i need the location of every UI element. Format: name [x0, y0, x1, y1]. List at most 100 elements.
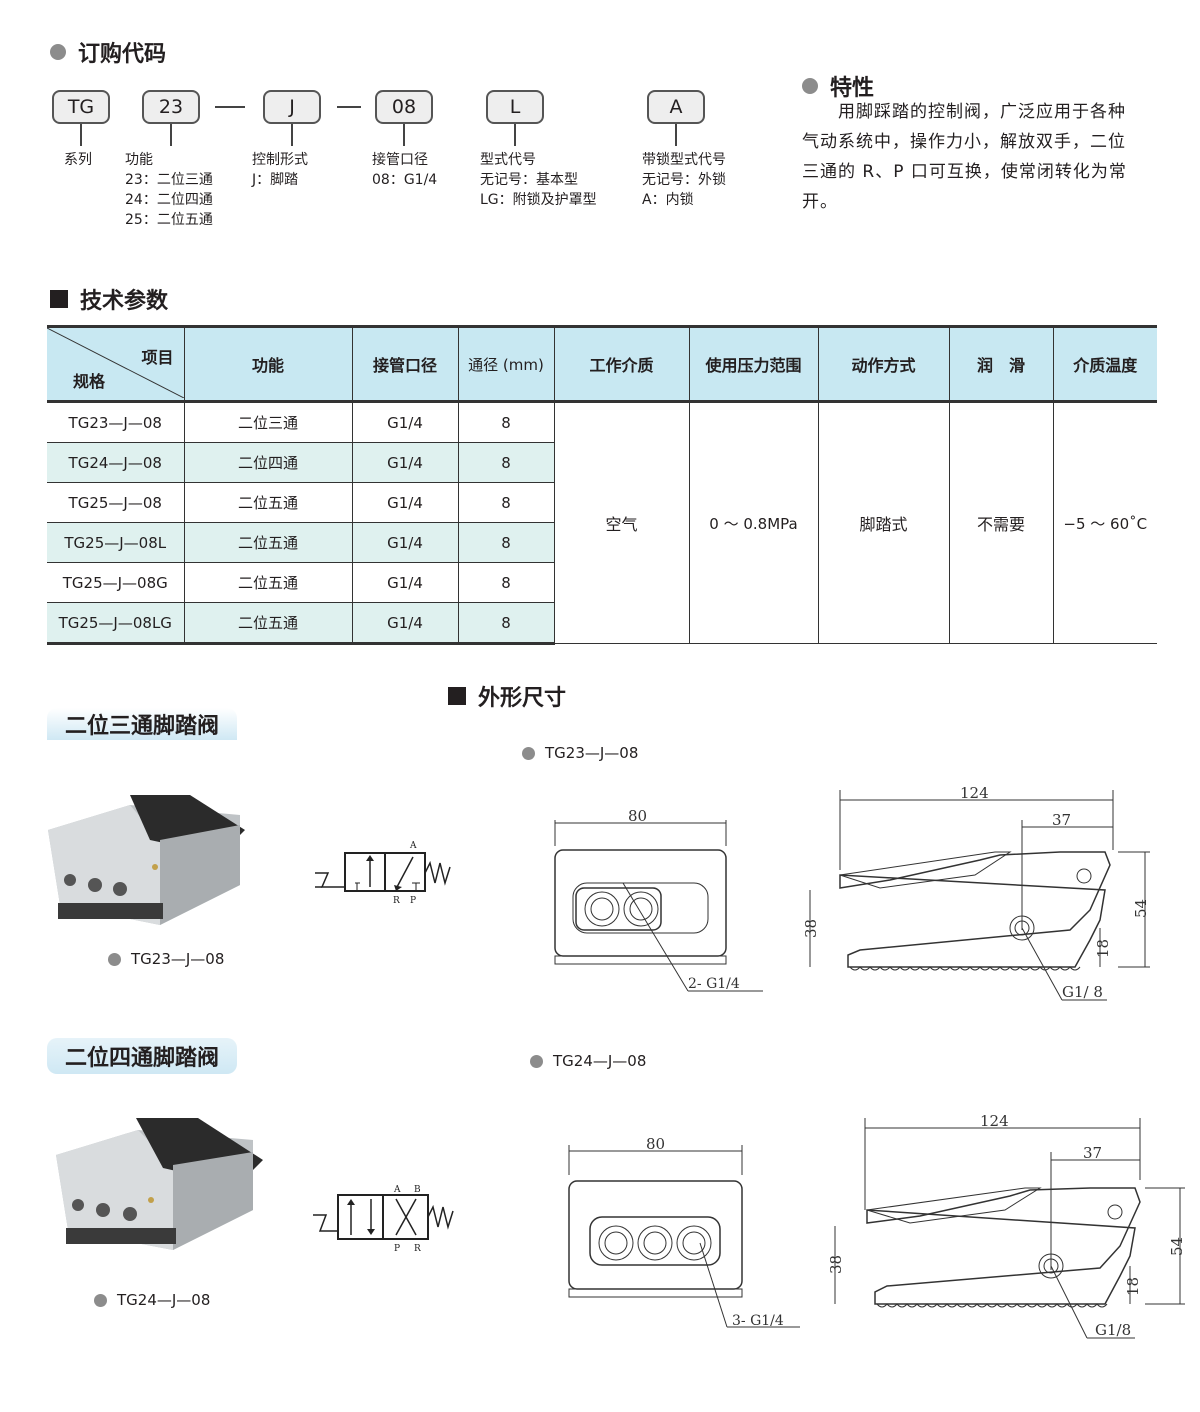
features-line: 用脚踩踏的控制阀，广泛应用于各种: [838, 102, 1126, 122]
dim-ports: 2- G1/4: [688, 976, 740, 992]
cell-port: G1/4: [351, 522, 459, 563]
table-row: TG23—J—08 二位三通 G1/4 8 空气 0 ～ 0.8MPa 脚踏式 …: [47, 401, 1157, 644]
photo-model: TG23—J—08: [131, 950, 225, 968]
cell-function: 二位五通: [183, 562, 353, 603]
drawing-caption: TG23—J—08: [522, 744, 638, 762]
cell-bore: 8: [457, 522, 554, 563]
cell-model: TG25—J—08: [47, 482, 185, 523]
corner-top-label: 项目: [141, 348, 174, 367]
symbol-port-label: P: [394, 1244, 400, 1254]
code-type: L: [509, 96, 521, 118]
drawing-caption: TG24—J—08: [530, 1052, 646, 1070]
col-header: 润 滑: [948, 325, 1054, 403]
dim-length: 124: [980, 1112, 1009, 1130]
spec-table: 项目 规格 功能 接管口径 通径 (mm) 工作介质 使用压力范围 动作方式 润…: [47, 325, 1157, 645]
cell-model: TG23—J—08: [47, 401, 185, 443]
dim-height: 54: [1132, 899, 1150, 918]
cell-function: 二位四通: [183, 442, 353, 483]
features-line: 开。: [802, 192, 838, 212]
table-row: TG24—J—08 二位四通 G1/4 8: [47, 442, 1157, 483]
dim-port: G1/8: [1095, 1321, 1131, 1339]
dim-port: G1/ 8: [1062, 983, 1103, 1001]
drawing-model: TG23—J—08: [545, 744, 639, 762]
label-control: 控制形式 J：脚踏: [252, 152, 308, 188]
cell-bore: 8: [457, 562, 554, 603]
cell-pressure: 0 ～ 0.8MPa: [688, 401, 819, 644]
dim-width: 80: [628, 808, 647, 825]
label-lock: 带锁型式代号 无记号：外锁 A：内锁: [642, 152, 726, 208]
cell-actuation: 脚踏式: [817, 401, 950, 644]
separator-dash: [215, 106, 245, 108]
order-code-heading: 订购代码: [50, 36, 166, 68]
cell-port: G1/4: [351, 401, 459, 443]
photo-caption: TG23—J—08: [108, 950, 224, 968]
code-box-control: J: [263, 90, 321, 124]
col-header: 使用压力范围: [688, 325, 819, 403]
features-title: 特性: [830, 76, 875, 101]
label-function: 功能 23：二位三通 24：二位四通 25：二位五通: [125, 152, 213, 228]
table-row: TG25—J—08LG 二位五通 G1/4 8: [47, 602, 1157, 645]
symbol-port-label: P: [410, 896, 416, 906]
order-code-title: 订购代码: [78, 42, 167, 67]
corner-header: 项目 规格: [47, 325, 185, 403]
cell-function: 二位五通: [183, 482, 353, 523]
valve-symbol-4way: A B P R: [313, 1185, 454, 1254]
features-text: 用脚踩踏的控制阀，广泛应用于各种 气动系统中，操作力小，解放双手，二位 三通的 …: [802, 97, 1162, 217]
col-header: 介质温度: [1052, 325, 1157, 403]
cell-model: TG24—J—08: [47, 442, 185, 483]
symbol-port-label: B: [414, 1185, 421, 1195]
cell-bore: 8: [457, 482, 554, 523]
col-header: 通径 (mm): [457, 325, 555, 403]
cell-function: 二位五通: [183, 602, 353, 645]
dim-width: 80: [646, 1135, 665, 1153]
code-series: TG: [67, 96, 95, 118]
cell-port: G1/4: [351, 442, 459, 483]
cell-bore: 8: [457, 602, 554, 645]
bullet-icon: [530, 1054, 543, 1068]
features-heading: 特性: [802, 70, 874, 102]
col-header: 功能: [183, 325, 353, 403]
dim-offset: 37: [1083, 1144, 1102, 1162]
photo-caption: TG24—J—08: [94, 1291, 210, 1309]
cell-model: TG25—J—08L: [47, 522, 185, 563]
dim-height: 54: [1168, 1237, 1186, 1256]
code-box-port: 08: [375, 90, 433, 124]
dim-length: 124: [960, 784, 989, 802]
cell-function: 二位五通: [183, 522, 353, 563]
cell-port: G1/4: [351, 602, 459, 645]
table-row: TG25—J—08G 二位五通 G1/4 8: [47, 562, 1157, 603]
leader-line: [170, 124, 172, 146]
dim-base: 38: [802, 919, 820, 938]
drawing-model: TG24—J—08: [553, 1052, 647, 1070]
code-function: 23: [158, 96, 184, 118]
code-box-series: TG: [52, 90, 110, 124]
cell-model: TG25—J—08G: [47, 562, 185, 603]
dim-axis: 18: [1094, 939, 1112, 958]
dims-title: 外形尺寸: [478, 686, 567, 711]
product-photo: [56, 1118, 263, 1250]
code-box-lock: A: [647, 90, 705, 124]
dim-axis: 18: [1124, 1277, 1142, 1296]
cell-bore: 8: [457, 442, 554, 483]
label-series: 系列: [64, 152, 92, 168]
code-lock: A: [669, 96, 683, 118]
cell-port: G1/4: [351, 562, 459, 603]
features-line: 三通的 R、P 口可互换，使常闭转化为常: [802, 162, 1127, 182]
bullet-icon: [50, 44, 66, 60]
table-header-row: 项目 规格 功能 接管口径 通径 (mm) 工作介质 使用压力范围 动作方式 润…: [47, 325, 1157, 403]
photo-model: TG24—J—08: [117, 1291, 211, 1309]
col-header: 接管口径: [351, 325, 459, 403]
corner-bottom-label: 规格: [73, 372, 106, 391]
dims-heading: 外形尺寸: [448, 680, 566, 712]
diagonal-line: [47, 328, 184, 398]
bullet-icon: [94, 1293, 107, 1307]
code-box-function: 23: [142, 90, 200, 124]
side-view-drawing: 124 37 54 38 18 G1/ 8: [802, 784, 1150, 1001]
bullet-icon: [522, 746, 535, 760]
symbol-port-label: R: [393, 896, 400, 906]
cell-function: 二位三通: [183, 401, 353, 443]
cell-bore: 8: [457, 401, 555, 443]
cell-temperature: −5 ～ 60˚C: [1052, 401, 1157, 644]
code-box-type: L: [486, 90, 544, 124]
bullet-icon: [108, 952, 121, 966]
